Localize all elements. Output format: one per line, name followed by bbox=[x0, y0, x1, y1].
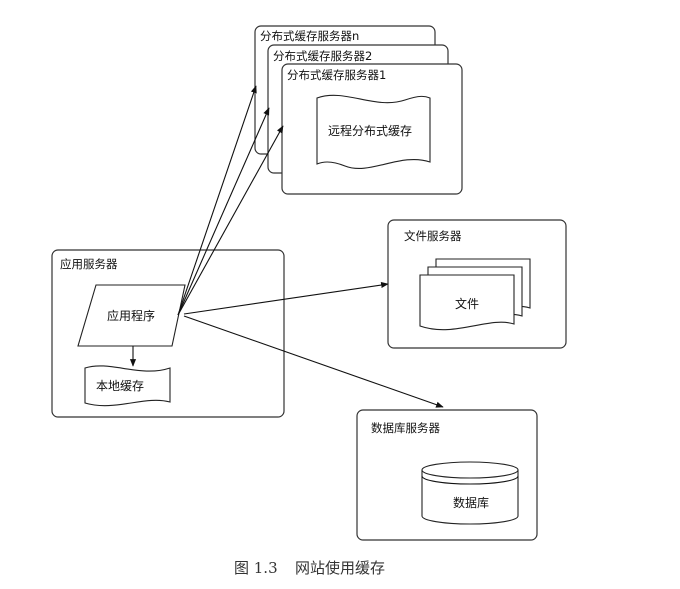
file-document-front bbox=[419, 274, 515, 331]
database-cylinder-ring bbox=[421, 475, 519, 485]
database-cylinder-top bbox=[421, 461, 519, 479]
application-program-shape bbox=[77, 284, 186, 347]
cache-server-n-title: 分布式缓存服务器n bbox=[260, 29, 359, 43]
cache-server-1-title: 分布式缓存服务器1 bbox=[287, 68, 386, 82]
database-server: 数据库服务器 数据库 bbox=[356, 409, 538, 541]
application-program-label: 应用程序 bbox=[107, 308, 155, 323]
arrow-to-file-server bbox=[183, 281, 389, 315]
cache-server-stack: 分布式缓存服务器n 分布式缓存服务器2 分布式缓存服务器1 远程分布式缓存 bbox=[254, 25, 463, 195]
figure-caption: 网站使用缓存 bbox=[295, 559, 385, 577]
arrow-to-cache-server-n bbox=[177, 85, 257, 316]
application-server: 应用服务器 应用程序 本地缓存 bbox=[51, 249, 285, 418]
file-server-title: 文件服务器 bbox=[404, 229, 462, 243]
arrow-to-cache-server-1 bbox=[177, 125, 284, 316]
application-server-title: 应用服务器 bbox=[60, 257, 118, 271]
local-cache-label: 本地缓存 bbox=[96, 379, 144, 393]
arrow-to-database-server bbox=[183, 315, 444, 408]
file-server: 文件服务器 文件 bbox=[387, 219, 567, 349]
database-server-title: 数据库服务器 bbox=[371, 421, 440, 435]
database-label: 数据库 bbox=[453, 495, 489, 510]
connection-arrows bbox=[129, 85, 444, 408]
file-label: 文件 bbox=[455, 296, 479, 311]
arrow-to-cache-server-2 bbox=[177, 107, 270, 316]
cache-server-2-title: 分布式缓存服务器2 bbox=[273, 49, 372, 63]
local-cache-document bbox=[84, 365, 171, 407]
remote-cache-document bbox=[316, 94, 431, 170]
figure-number: 图 1.3 bbox=[234, 559, 278, 577]
remote-cache-label: 远程分布式缓存 bbox=[328, 123, 412, 138]
